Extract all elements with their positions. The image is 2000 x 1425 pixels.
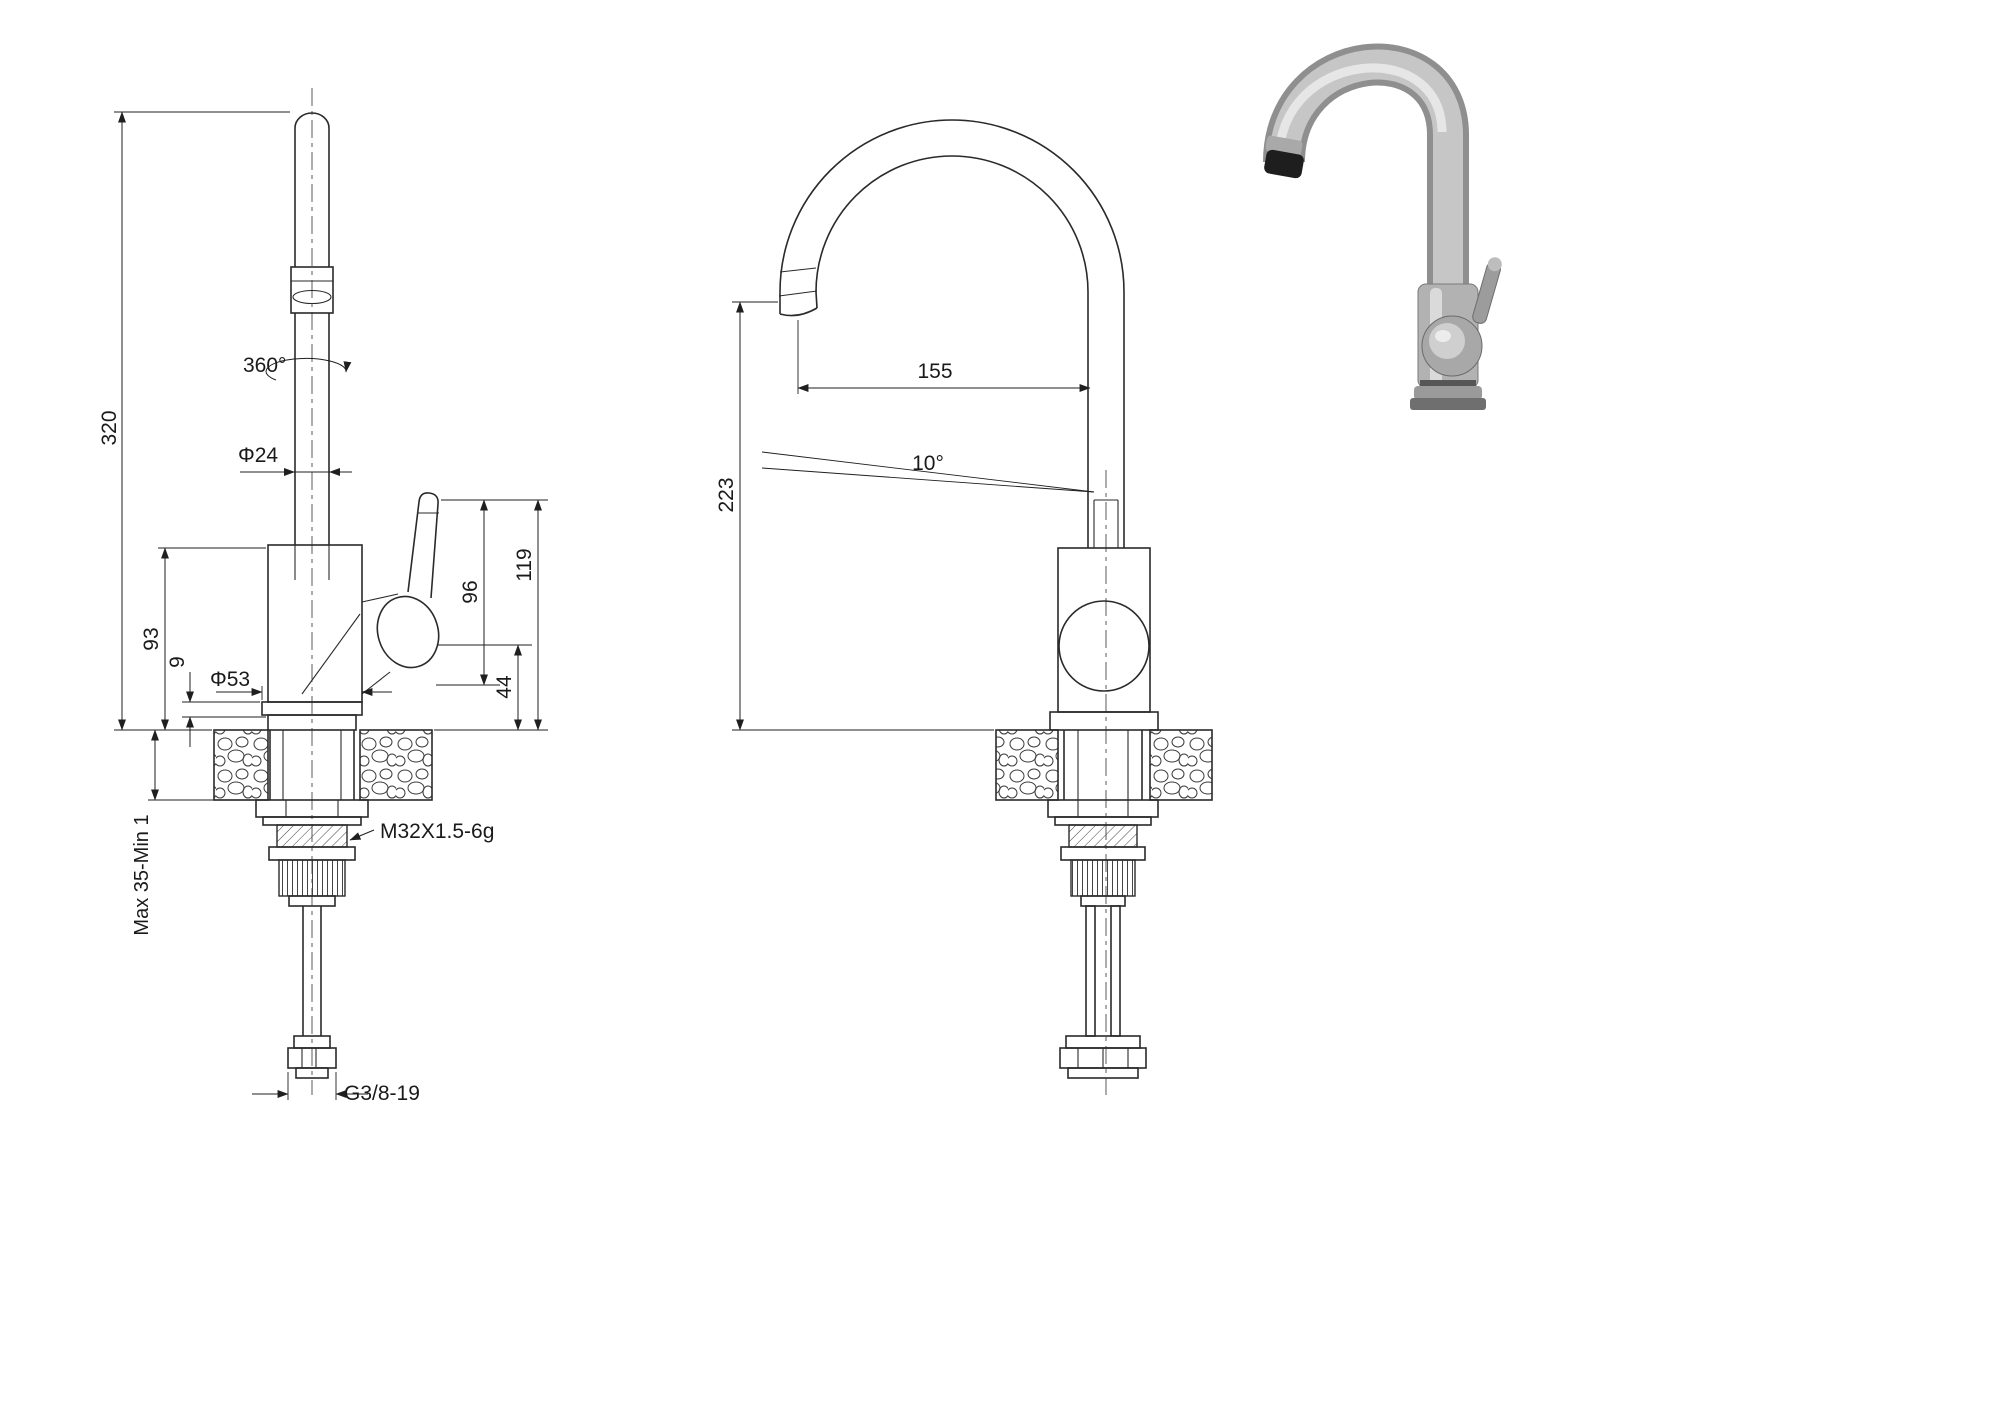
rendered-spout-tip (1264, 149, 1304, 179)
base-flange (261, 701, 363, 731)
dim-spout-diameter-label: Φ24 (238, 444, 278, 467)
spout-outlet (779, 307, 818, 317)
mounting-hardware (255, 799, 369, 1079)
supply-tube-left (1085, 905, 1096, 1037)
dim-handle-height: 96 (436, 499, 548, 686)
dim-handle-height-label: 96 (459, 580, 482, 603)
dim-base-diameter: Φ53 (210, 668, 392, 700)
faucet-body (267, 544, 363, 703)
dim-spout-reach: 155 (797, 320, 1091, 394)
dim-deck-thickness: Max 35-Min 1 (131, 729, 254, 936)
deck-right-block (359, 729, 433, 801)
connector-body (278, 859, 346, 897)
deck-left-block (213, 729, 269, 801)
threaded-shank (276, 824, 348, 848)
handle-lever (361, 492, 440, 695)
dim-deck-thickness-label: Max 35-Min 1 (131, 814, 153, 935)
dim-swivel-tilt: 10° (761, 451, 1095, 493)
dim-hose-thread: G3/8-19 (252, 1072, 420, 1105)
aerator-band (290, 266, 334, 314)
sink-deck (213, 729, 433, 801)
dim-spout-base-height-label: 44 (493, 675, 516, 699)
dim-swivel-angle: 360° (243, 354, 286, 377)
dim-mount-thread-label: M32X1.5-6g (380, 820, 494, 843)
dim-flange-height-label: 9 (166, 656, 189, 668)
dim-hose-thread-label: G3/8-19 (344, 1082, 420, 1105)
front-view: 155 10° 223 (715, 119, 1213, 1095)
swivel-arrow (265, 357, 352, 381)
dim-total-height-label: 320 (98, 410, 121, 445)
dim-spout-reach-label: 155 (917, 360, 952, 383)
dim-spout-base-height: 44 (434, 644, 548, 731)
front-sink-deck (995, 729, 1213, 801)
rendered-view (1263, 43, 1502, 410)
dim-mount-thread: M32X1.5-6g (349, 820, 494, 843)
rendered-base-ring (1420, 380, 1476, 388)
handle-bell (376, 595, 440, 669)
dim-spout-outlet-height: 223 (715, 301, 994, 731)
dim-total-height: 320 (98, 111, 290, 731)
dim-overall-handle-height: 119 (513, 499, 542, 731)
side-view: 320 360° Φ24 93 9 Φ53 (98, 88, 548, 1105)
supply-tube-right (1110, 905, 1121, 1037)
front-body (1049, 547, 1159, 731)
spout-column (290, 112, 334, 545)
dim-body-height-label: 93 (140, 627, 163, 650)
dim-spout-outlet-height-label: 223 (715, 477, 738, 512)
dim-body-height: 93 (140, 547, 266, 731)
dim-overall-handle-height-label: 119 (513, 548, 536, 581)
dim-swivel-tilt-label: 10° (912, 452, 944, 475)
dim-flange-height: 9 (166, 656, 266, 747)
rendered-handle (1472, 257, 1502, 324)
arc-spout (778, 119, 1125, 548)
dim-base-diameter-label: Φ53 (210, 668, 250, 691)
front-mounting-hardware (1047, 799, 1159, 1079)
handle-ball (1058, 600, 1150, 692)
dim-swivel-angle-label: 360° (243, 354, 286, 377)
dim-spout-diameter: Φ24 (238, 444, 352, 476)
front-base-flange (1049, 711, 1159, 731)
aerator-opening (292, 289, 332, 305)
